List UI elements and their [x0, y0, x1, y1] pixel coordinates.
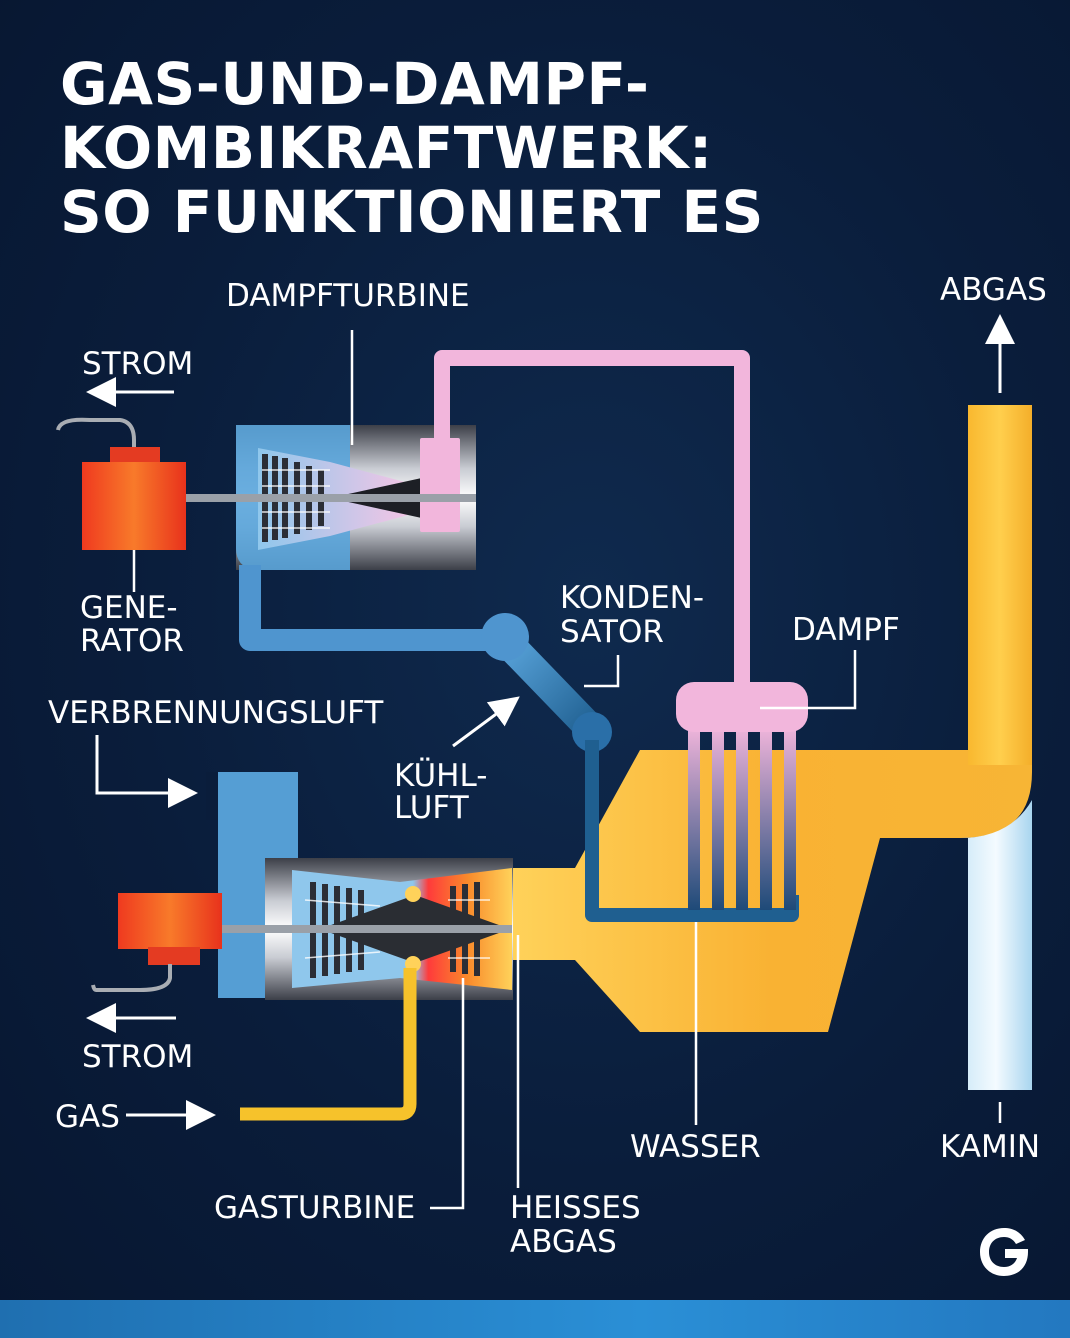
label-kondensator-line-1: KONDEN- [560, 580, 704, 616]
label-strom-top: STROM [82, 346, 193, 382]
steam-pipe [434, 350, 750, 690]
chimney-top [968, 405, 1032, 765]
page-title: GAS-UND-DAMPF- KOMBIKRAFTWERK: SO FUNKTI… [60, 52, 764, 244]
kuehlluft-arrow [452, 696, 520, 748]
generator-cable-top [56, 417, 136, 455]
label-dampf: DAMPF [792, 612, 900, 648]
kondensator-leader [584, 655, 620, 688]
steam-turbine-shaft [186, 494, 476, 502]
label-gas: GAS [55, 1099, 120, 1135]
power-plant-diagram: DAMPFTURBINE STROM GENE- RATOR KONDEN- S… [48, 272, 1047, 1260]
gasturbine-leader [430, 978, 465, 1210]
gas-turbine-shaft [222, 925, 512, 933]
label-strom-bottom: STROM [82, 1039, 193, 1075]
label-wasser: WASSER [630, 1129, 761, 1165]
label-dampfturbine: DAMPFTURBINE [226, 278, 470, 314]
label-heisses-abgas-line-2: ABGAS [510, 1224, 617, 1260]
label-kamin: KAMIN [940, 1129, 1040, 1165]
generator-top-connector [110, 447, 160, 465]
label-kondensator-line-2: SATOR [560, 614, 664, 650]
title-line-3: SO FUNKTIONIERT ES [60, 178, 764, 246]
gas-line [240, 968, 417, 1121]
bottom-accent-bar [0, 1300, 1070, 1338]
verbrennungsluft-arrow [95, 735, 198, 808]
generator-top [82, 462, 186, 550]
generator-cable-bottom [91, 964, 172, 992]
kondensator-node-top [481, 613, 529, 661]
condensate-pipe [239, 565, 500, 651]
heat-exchanger [676, 682, 808, 910]
label-verbrennungsluft: VERBRENNUNGSLUFT [48, 695, 384, 731]
label-kuehlluft-line-1: KÜHL- [394, 757, 487, 794]
chimney [960, 800, 1032, 1090]
label-heisses-abgas-line-1: HEISSES [510, 1190, 641, 1226]
dampf-leader [760, 650, 857, 710]
title-line-2: KOMBIKRAFTWERK: [60, 114, 713, 182]
title-line-1: GAS-UND-DAMPF- [60, 50, 650, 118]
generator-bottom-connector [148, 947, 200, 965]
label-abgas: ABGAS [940, 272, 1047, 308]
label-generator-line-2: RATOR [80, 623, 184, 659]
label-kuehlluft-line-2: LUFT [394, 790, 470, 826]
label-gasturbine: GASTURBINE [214, 1190, 415, 1226]
kondensator-node-bottom [572, 712, 612, 752]
g-logo-icon [980, 1228, 1028, 1276]
generator-bottom [118, 893, 222, 949]
label-generator-line-1: GENE- [80, 590, 178, 626]
heat-recovery-boiler [510, 405, 1032, 1032]
